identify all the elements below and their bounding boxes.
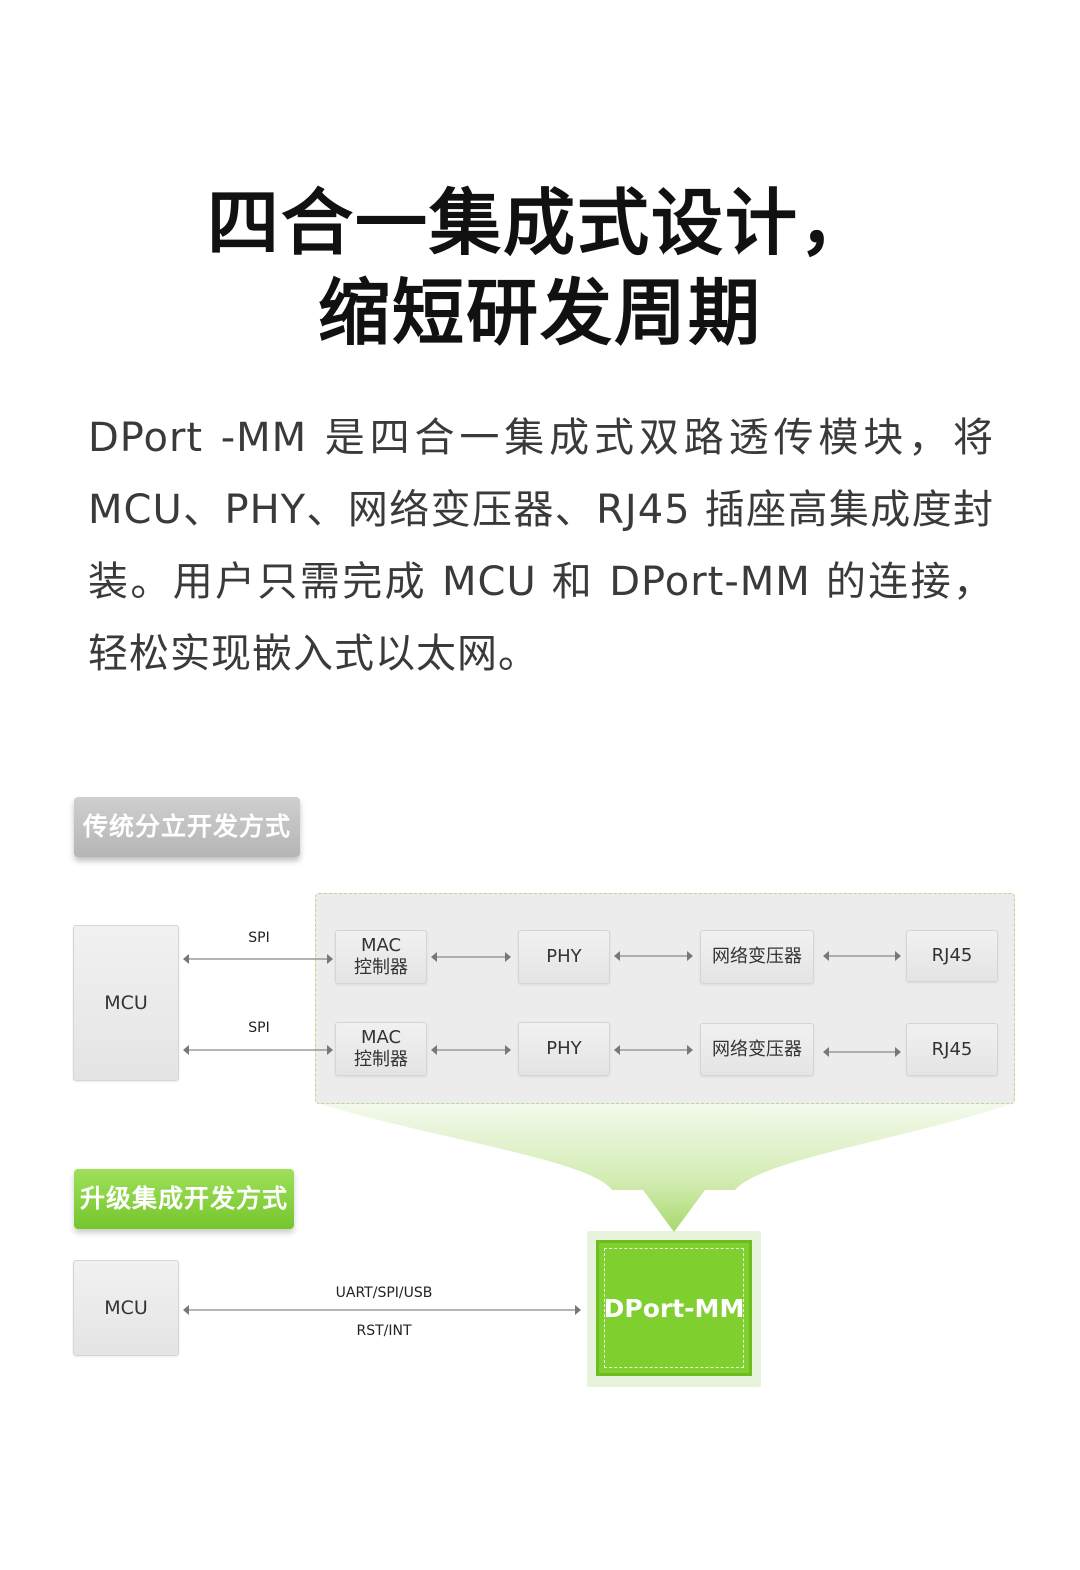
phy-box-1: PHY [518,930,610,984]
dport-mm-module: DPort-MM [596,1240,752,1376]
arrow-head [431,1045,437,1055]
arrow-head [614,1045,620,1055]
mcu-box-integrated: MCU [73,1260,179,1356]
rj45-label: RJ45 [931,1038,973,1060]
phy-label: PHY [546,1038,582,1059]
description-paragraph: DPort -MM 是四合一集成式双路透传模块，将MCU、PHY、网络变压器、R… [88,415,994,677]
transformer-label: 网络变压器 [712,1038,802,1060]
rj45-box-2: RJ45 [906,1023,998,1076]
transformer-box-1: 网络变压器 [700,930,814,984]
arrow-head [327,1045,333,1055]
arrow-head [183,1305,189,1315]
phy-box-2: PHY [518,1022,610,1076]
phy-label: PHY [546,946,582,967]
arrow-head [687,1045,693,1055]
arrow-head [505,1045,511,1055]
mcu-label: MCU [104,1297,148,1319]
arrow-head [823,1047,829,1057]
arrow-head [823,951,829,961]
spi-label-1: SPI [248,930,270,946]
rj45-box-1: RJ45 [906,930,998,982]
dport-dashed-border [604,1248,744,1368]
mcu-label: MCU [104,992,148,1014]
page-title: 四合一集成式设计， 缩短研发周期 [0,178,1080,358]
merge-funnel-arrow [320,1104,1012,1232]
rj45-label: RJ45 [931,945,973,966]
transformer-box-2: 网络变压器 [700,1023,814,1076]
dport-mm-label: DPort-MM [603,1293,745,1323]
arrow-head [505,952,511,962]
arrow-head [327,954,333,964]
mac-label: MAC [360,1027,402,1048]
mac-label: MAC [360,935,402,956]
traditional-method-tag: 传统分立开发方式 [74,797,300,857]
spi-label-2: SPI [248,1020,270,1036]
arrow-head [614,951,620,961]
integrated-method-tag: 升级集成开发方式 [74,1169,294,1229]
arrow-head [183,954,189,964]
mcu-box-traditional: MCU [73,925,179,1081]
discrete-components-panel [315,893,1015,1104]
arrow-head [431,952,437,962]
uart-spi-usb-label: UART/SPI/USB [335,1285,433,1301]
page-title-line1: 四合一集成式设计， [206,181,873,265]
page-title-line2: 缩短研发周期 [317,271,762,355]
arrow-head [575,1305,581,1315]
arrow-head [183,1045,189,1055]
rst-int-label: RST/INT [356,1323,412,1339]
controller-label: 控制器 [354,1049,408,1070]
arrow-head [687,951,693,961]
arrow-head [895,1047,901,1057]
controller-label: 控制器 [354,957,408,978]
transformer-label: 网络变压器 [712,946,802,967]
arrow-head [895,951,901,961]
